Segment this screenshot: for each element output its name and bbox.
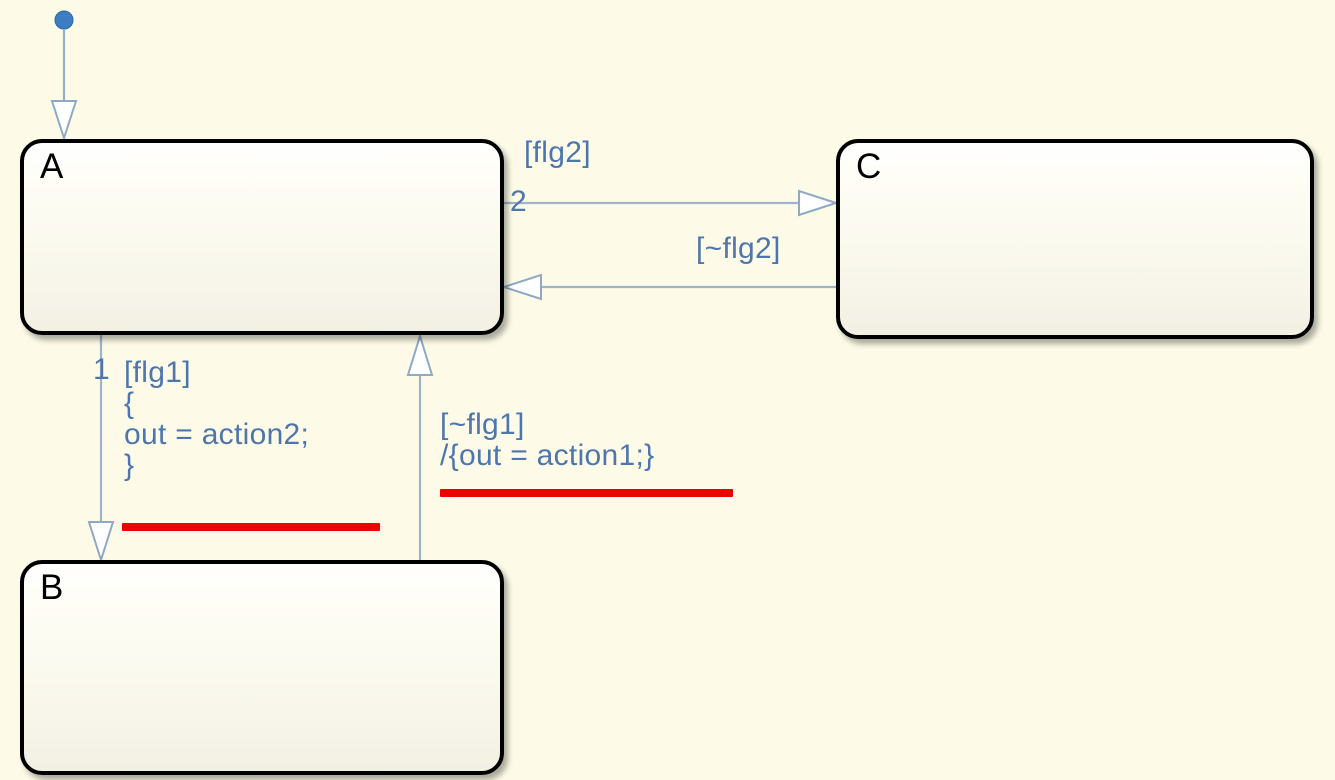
transition-a-to-b-action: { out = action2; }: [124, 386, 310, 482]
transition-b-to-a-label[interactable]: [~flg1]/{out = action1;}: [440, 408, 655, 472]
transition-c-to-a-arrowhead: [500, 273, 542, 301]
transition-a-to-c-condition[interactable]: [flg2]: [524, 136, 591, 169]
state-c[interactable]: C: [836, 139, 1314, 339]
red-underline-action2: [122, 523, 380, 531]
transition-a-to-b-priority[interactable]: 1: [93, 353, 110, 386]
state-b-label: B: [40, 568, 64, 607]
red-underline-action1: [440, 489, 733, 497]
transition-a-to-b-label[interactable]: [flg1]{ out = action2; }: [124, 356, 310, 482]
default-transition-dot: [54, 10, 74, 30]
default-transition-arrowhead: [50, 100, 78, 142]
transition-b-to-a-condition: [~flg1]: [440, 408, 525, 441]
transition-c-to-a-condition[interactable]: [~flg2]: [696, 232, 781, 265]
transition-a-to-b-arrowhead: [87, 521, 115, 564]
transition-a-to-c-priority[interactable]: 2: [510, 185, 527, 218]
state-c-label: C: [856, 147, 882, 186]
transition-b-to-a-action: /{out = action1;}: [440, 438, 655, 472]
state-a[interactable]: A: [20, 139, 504, 335]
transition-b-to-a-arrowhead: [406, 332, 434, 376]
state-a-label: A: [40, 147, 64, 186]
transition-a-to-b-condition: [flg1]: [124, 356, 191, 389]
transition-a-to-c-arrowhead: [798, 189, 840, 217]
state-b[interactable]: B: [20, 560, 504, 775]
